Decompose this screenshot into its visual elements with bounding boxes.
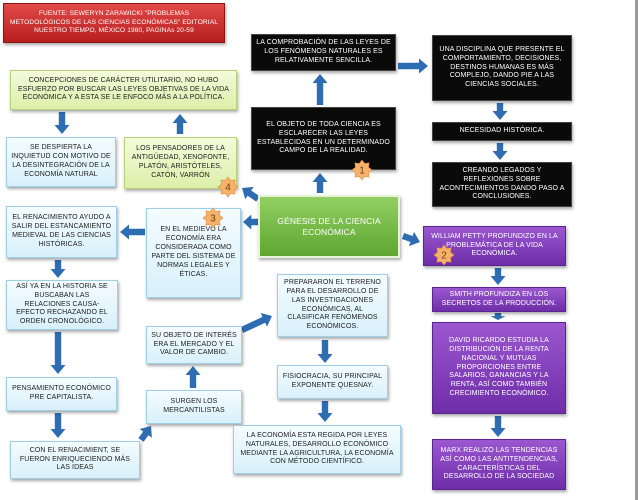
arrow-genesis-to-medievo [243,214,258,230]
arrow-mercantilistas-to-objeto [185,366,201,388]
objeto-interes-box: SU OBJETO DE INTERÉS ERA EL MERCADO Y EL… [146,326,242,364]
source-box: FUENTE: SEWERYN ZARAWICKI "PROBLEMAS MET… [3,3,225,43]
arrow-genesis-to-petty [401,231,420,247]
concepciones-box: CONCEPCIONES DE CARÁCTER UTILITARIO, NO … [10,70,237,110]
arrow-concepciones-to-inquietud [54,112,70,134]
necesidad-box: NECESIDAD HISTÓRICA. [432,122,572,141]
regida-box: LA ECONOMÍA ESTA REGIDA POR LEYES NATURA… [233,425,401,474]
ricardo-box: DAVID RICARDO ESTUDIA LA DISTRIBUCIÓN DE… [432,322,566,414]
disciplina-box: UNA DISCIPLINA QUE PRESENTE EL COMPORTAM… [432,35,572,101]
genesis-central-box: GÉNESIS DE LA CIENCIA ECONÓMICA [258,195,400,258]
marx-box: MARX REALIZO LAS TENDENCIAS ASÍ COMO LAS… [432,439,566,490]
arrow-petty-to-smith [490,268,506,285]
arrow-comprobacion-to-disciplina [398,58,428,74]
arrow-prepararon-to-fisiocracia [317,340,333,363]
pensamiento-box: PENSAMIENTO ECONÓMICO PRE CAPITALISTA. [6,377,117,411]
arrow-genesis-to-objeto-ciencia [312,173,328,193]
arrow-disciplina-to-necesidad [492,103,508,120]
arrow-ricardo-to-marx [490,416,506,437]
renacimiento-box: EL RENACIMIENTO AYUDO A SALIR DEL ESTANC… [6,206,117,258]
pensadores-box: LOS PENSADORES DE LA ANTIGÜEDAD, XENOFON… [124,137,237,189]
petty-box: WILLIAM PETTY PROFUNDIZO EN LA PROBLEMÁT… [423,226,566,266]
arrows-layer [50,58,508,442]
prepararon-box: PREPARARON EL TERRENO PARA EL DESARROLLO… [277,274,388,337]
mercantilistas-box: SURGEN LOS MERCANTILISTAS [146,390,242,424]
objeto-ciencia-box: EL OBJETO DE TODA CIENCIA ES ESCLARECER … [251,107,396,170]
inquietud-box: SE DESPIERTA LA INQUIETUD CON MOTIVO DE … [6,137,116,187]
renacimiento-ideas-box: CON EL RENACIMIENT, SE FUERON ENRIQUECIE… [10,441,140,479]
arrow-necesidad-to-legados [492,143,508,160]
fisiocracia-box: FISIOCRACIA, SU PRINCIPAL EXPONENTE QUES… [277,365,388,399]
smith-box: SMITH PROFUNDIZA EN LOS SECRETOS DE LA P… [432,287,566,312]
arrow-renacimiento-to-historia [50,260,66,278]
historia-box: ASÍ YA EN LA HISTORIA SE BUSCABAN LAS RE… [6,280,118,330]
comprobacion-box: LA COMPROBACIÓN DE LAS LEYES DE LOS FENÓ… [251,34,396,71]
right-border [635,0,638,500]
legados-box: CREANDO LEGADOS Y REFLEXIONES SOBRE ACON… [432,162,572,207]
arrow-historia-to-pensamiento [50,332,66,374]
medievo-box: EN EL MEDIEVO LA ECONOMÍA ERA CONSIDERAD… [146,208,241,298]
arrow-pensadores-to-concepciones [172,114,188,134]
arrow-objeto-ciencia-to-comprobacion [312,74,328,105]
arrow-medievo-to-renacimiento [120,224,145,240]
arrow-genesis-to-pensadores [242,186,260,202]
arrow-objeto-to-prepararon [240,313,272,333]
arrow-renacimiento2-to-mercantilistas [138,426,152,442]
arrow-pensamiento-to-renacimiento2 [50,413,66,438]
arrow-smith-to-ricardo [490,313,506,320]
arrow-fisiocracia-to-regida [317,401,333,422]
